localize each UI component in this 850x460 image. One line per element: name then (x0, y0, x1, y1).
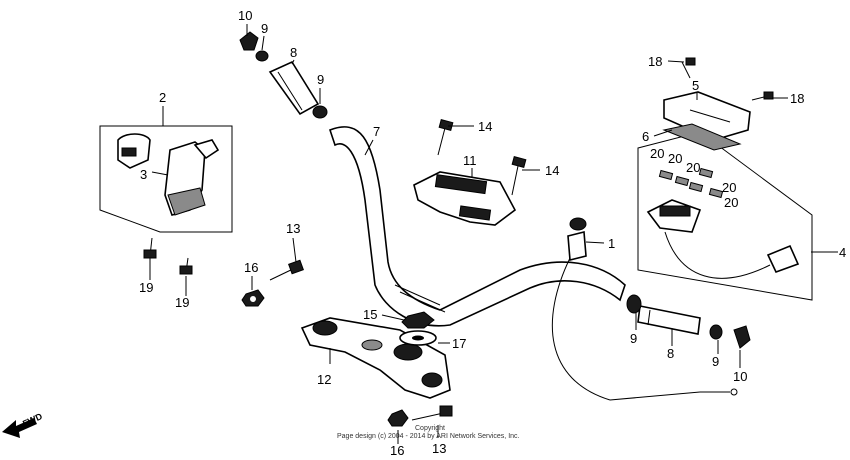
callout-14-upper: 14 (478, 119, 492, 134)
callout-15: 15 (363, 307, 377, 322)
end-10-top[interactable] (239, 31, 259, 51)
nut-15-part[interactable] (401, 311, 435, 329)
callout-13-lower: 13 (432, 441, 446, 456)
cap-9-top-b[interactable] (312, 105, 328, 119)
bolt-19-left[interactable] (143, 237, 157, 259)
left-switch-group (99, 125, 233, 233)
cap-9-right-b[interactable] (709, 324, 723, 340)
callout-16-lower: 16 (390, 443, 404, 458)
callout-8-right: 8 (667, 346, 674, 361)
bolt-13-upper[interactable] (269, 259, 304, 281)
callout-11: 11 (463, 153, 477, 168)
callout-9-right-b: 9 (712, 354, 719, 369)
screw-18-left[interactable] (681, 57, 696, 79)
callout-20-b: 20 (668, 151, 682, 166)
callout-4: 4 (839, 245, 846, 260)
callout-20-c: 20 (686, 160, 700, 175)
callout-17: 17 (452, 336, 466, 351)
callout-18-left: 18 (648, 54, 662, 69)
grip-8-top[interactable] (268, 60, 320, 116)
callout-7: 7 (373, 124, 380, 139)
nut-16-upper[interactable] (241, 289, 265, 307)
callout-6: 6 (642, 129, 649, 144)
callout-9-top-b: 9 (317, 72, 324, 87)
callout-8-top: 8 (290, 45, 297, 60)
bolt-14-upper[interactable] (437, 118, 454, 156)
callouts: 10 9 8 9 2 3 7 14 11 14 1 4 18 5 18 6 20… (139, 8, 846, 458)
rubber-20-parts[interactable] (658, 167, 724, 199)
callout-14-lower: 14 (545, 163, 559, 178)
leader-lines (149, 24, 838, 444)
callout-12: 12 (317, 372, 331, 387)
fwd-label: FWD (21, 411, 44, 429)
callout-13-upper: 13 (286, 221, 300, 236)
nut-16-lower[interactable] (387, 409, 409, 427)
handlebar-part[interactable] (329, 125, 626, 327)
callout-2: 2 (159, 90, 166, 105)
callout-9-top-a: 9 (261, 21, 268, 36)
copyright-line-1: Copyright (415, 425, 445, 432)
switch-4-part[interactable] (646, 199, 800, 279)
copyright: Copyright Page design (c) 2004 - 2014 by… (337, 425, 520, 440)
bolt-13-lower[interactable] (411, 405, 453, 421)
callout-19-left: 19 (139, 280, 153, 295)
bolt-19-right[interactable] (179, 257, 193, 275)
grip-8-right[interactable] (637, 305, 701, 335)
copyright-line-2: Page design (c) 2004 - 2014 by ARI Netwo… (337, 433, 520, 440)
gasket-6-part[interactable] (662, 123, 742, 151)
callout-9-right-a: 9 (630, 331, 637, 346)
callout-20-d: 20 (722, 180, 736, 195)
throttle-cable-part[interactable] (551, 217, 738, 401)
callout-3: 3 (140, 167, 147, 182)
cap-9-right-a[interactable] (626, 294, 642, 314)
callout-5: 5 (692, 78, 699, 93)
fwd-arrow: FWD (2, 411, 44, 438)
callout-18-right: 18 (790, 91, 804, 106)
screw-18-right[interactable] (751, 91, 774, 101)
washer-17-part[interactable] (399, 330, 437, 346)
callout-10-right: 10 (733, 369, 747, 384)
callout-1: 1 (608, 236, 615, 251)
callout-19-right: 19 (175, 295, 189, 310)
upper-holder-part[interactable] (413, 171, 517, 226)
end-10-right[interactable] (733, 325, 751, 349)
cap-9-top-a[interactable] (255, 50, 269, 62)
bolt-14-lower[interactable] (511, 155, 527, 196)
callout-20-e: 20 (724, 195, 738, 210)
callout-16-upper: 16 (244, 260, 258, 275)
callout-10-top: 10 (238, 8, 252, 23)
callout-20-a: 20 (650, 146, 664, 161)
cover-5-part[interactable] (663, 91, 751, 141)
